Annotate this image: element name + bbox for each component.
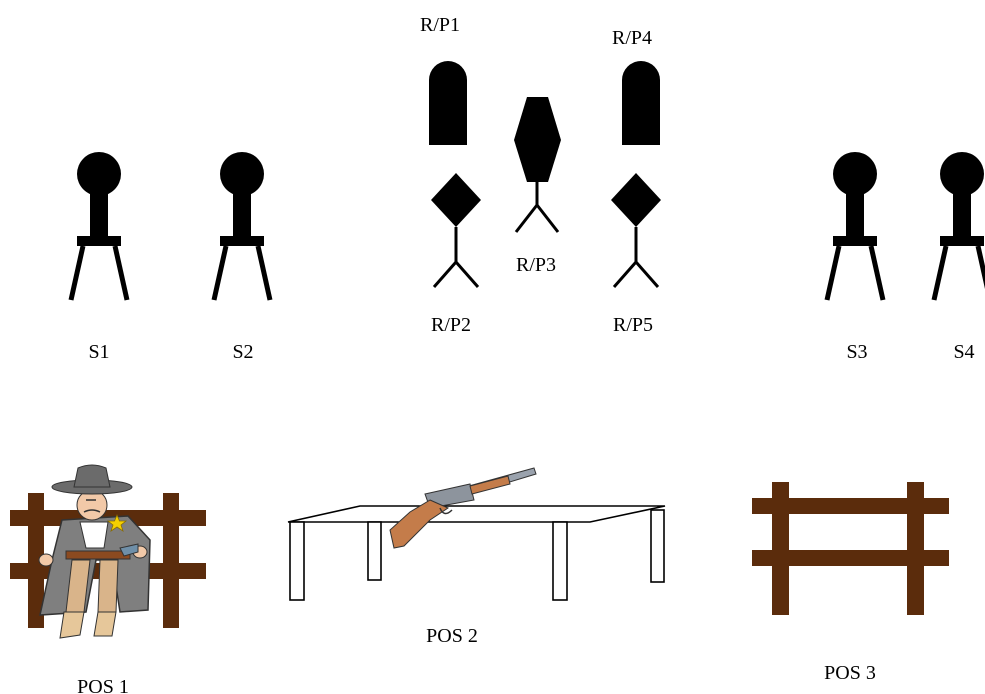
diamond-target-icon xyxy=(611,173,661,288)
target-label-s2: S2 xyxy=(232,341,253,363)
hexagon-target-icon xyxy=(514,97,561,233)
steel-target-icon xyxy=(827,152,883,300)
rp-target-rp4: R/P4 xyxy=(612,27,660,145)
cowboy-fence-icon xyxy=(10,464,206,639)
target-label-s1: S1 xyxy=(88,341,109,363)
tombstone-target-icon xyxy=(429,61,467,145)
steel-target-icon xyxy=(71,152,127,300)
target-label-rp4: R/P4 xyxy=(612,27,652,49)
diamond-target-icon xyxy=(431,173,481,288)
steel-target-icon xyxy=(934,152,985,300)
target-label-rp2: R/P2 xyxy=(431,314,471,336)
rp-target-rp5: R/P5 xyxy=(611,173,661,336)
steel-target-s1: S1 xyxy=(71,152,127,363)
target-label-rp5: R/P5 xyxy=(613,314,653,336)
table-rifle-icon xyxy=(287,467,666,601)
tombstone-target-icon xyxy=(622,61,660,145)
position-label-pos3: POS 3 xyxy=(824,662,876,684)
rp-target-rp1: R/P1 xyxy=(420,14,467,145)
position-pos3: POS 3 xyxy=(752,482,949,684)
position-label-pos2: POS 2 xyxy=(426,625,478,647)
position-pos1: POS 1 xyxy=(10,464,206,694)
position-pos2: POS 2 xyxy=(287,467,666,647)
rp-target-rp3: R/P3 xyxy=(514,97,561,276)
target-label-rp3: R/P3 xyxy=(516,254,556,276)
position-label-pos1: POS 1 xyxy=(77,676,129,694)
steel-target-icon xyxy=(214,152,270,300)
target-label-rp1: R/P1 xyxy=(420,14,460,36)
target-label-s4: S4 xyxy=(953,341,974,363)
steel-target-s3: S3 xyxy=(827,152,883,363)
steel-target-s4: S4 xyxy=(934,152,985,363)
fence-icon xyxy=(752,482,949,615)
steel-target-s2: S2 xyxy=(214,152,270,363)
rp-target-rp2: R/P2 xyxy=(431,173,481,336)
target-label-s3: S3 xyxy=(846,341,867,363)
